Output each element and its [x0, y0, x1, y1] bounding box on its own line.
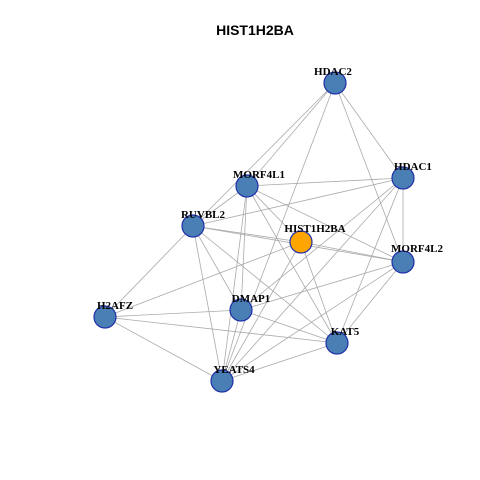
- node-kat5[interactable]: [325, 331, 349, 355]
- node-yeats4[interactable]: [210, 369, 234, 393]
- node-dmap1[interactable]: [229, 298, 253, 322]
- node-label-dmap1: DMAP1: [232, 293, 271, 305]
- node-ruvbl2[interactable]: [181, 214, 205, 238]
- node-h2afz[interactable]: [93, 305, 117, 329]
- edge-hist1h2ba-morf4l2: [300, 241, 404, 263]
- edge-h2afz-yeats4: [104, 316, 223, 382]
- edge-hdac2-morf4l2: [334, 82, 404, 263]
- node-label-h2afz: H2AFZ: [97, 300, 133, 312]
- edge-ruvbl2-dmap1: [192, 225, 242, 311]
- edge-ruvbl2-kat5: [192, 225, 338, 344]
- edge-morf4l1-dmap1: [240, 185, 248, 311]
- node-hdac1[interactable]: [391, 166, 415, 190]
- edge-hist1h2ba-kat5: [300, 241, 338, 344]
- edge-morf4l1-hist1h2ba: [246, 185, 302, 243]
- node-hdac2[interactable]: [323, 71, 347, 95]
- edge-hdac2-morf4l1: [246, 82, 336, 187]
- edge-morf4l2-yeats4: [221, 261, 404, 382]
- edge-ruvbl2-hist1h2ba: [192, 225, 302, 243]
- node-label-hdac2: HDAC2: [314, 66, 352, 78]
- node-morf4l1[interactable]: [235, 174, 259, 198]
- node-hist1h2ba[interactable]: [289, 230, 313, 254]
- edge-h2afz-kat5: [104, 316, 338, 344]
- edge-ruvbl2-h2afz: [104, 225, 194, 318]
- node-label-kat5: KAT5: [331, 326, 360, 338]
- edge-ruvbl2-yeats4: [192, 225, 223, 382]
- edge-h2afz-dmap1: [104, 309, 242, 318]
- edge-hdac2-hdac1: [334, 82, 404, 179]
- edge-dmap1-yeats4: [221, 309, 242, 382]
- edge-morf4l1-yeats4: [221, 185, 248, 382]
- edge-hdac2-ruvbl2: [192, 82, 336, 227]
- node-label-hist1h2ba: HIST1H2BA: [284, 223, 345, 235]
- edge-hdac1-ruvbl2: [192, 177, 404, 227]
- edge-morf4l2-dmap1: [240, 261, 404, 311]
- edge-hist1h2ba-h2afz: [104, 241, 302, 318]
- edge-hdac1-morf4l1: [246, 177, 404, 187]
- node-label-yeats4: YEATS4: [213, 364, 255, 376]
- diagram-title: HIST1H2BA: [216, 22, 294, 38]
- node-label-morf4l1: MORF4L1: [233, 169, 285, 181]
- edge-hdac1-yeats4: [221, 177, 404, 382]
- edge-hdac2-yeats4: [221, 82, 336, 382]
- edge-dmap1-kat5: [240, 309, 338, 344]
- node-label-ruvbl2: RUVBL2: [181, 209, 226, 221]
- edge-hist1h2ba-yeats4: [221, 241, 302, 382]
- node-label-hdac1: HDAC1: [394, 161, 432, 173]
- edge-hdac1-kat5: [336, 177, 404, 344]
- node-layer: [93, 71, 415, 393]
- node-morf4l2[interactable]: [391, 250, 415, 274]
- edge-kat5-yeats4: [221, 342, 338, 382]
- node-label-morf4l2: MORF4L2: [391, 243, 443, 255]
- edge-hdac1-dmap1: [240, 177, 404, 311]
- edge-morf4l2-kat5: [336, 261, 404, 344]
- edge-morf4l1-kat5: [246, 185, 338, 344]
- edge-morf4l1-morf4l2: [246, 185, 404, 263]
